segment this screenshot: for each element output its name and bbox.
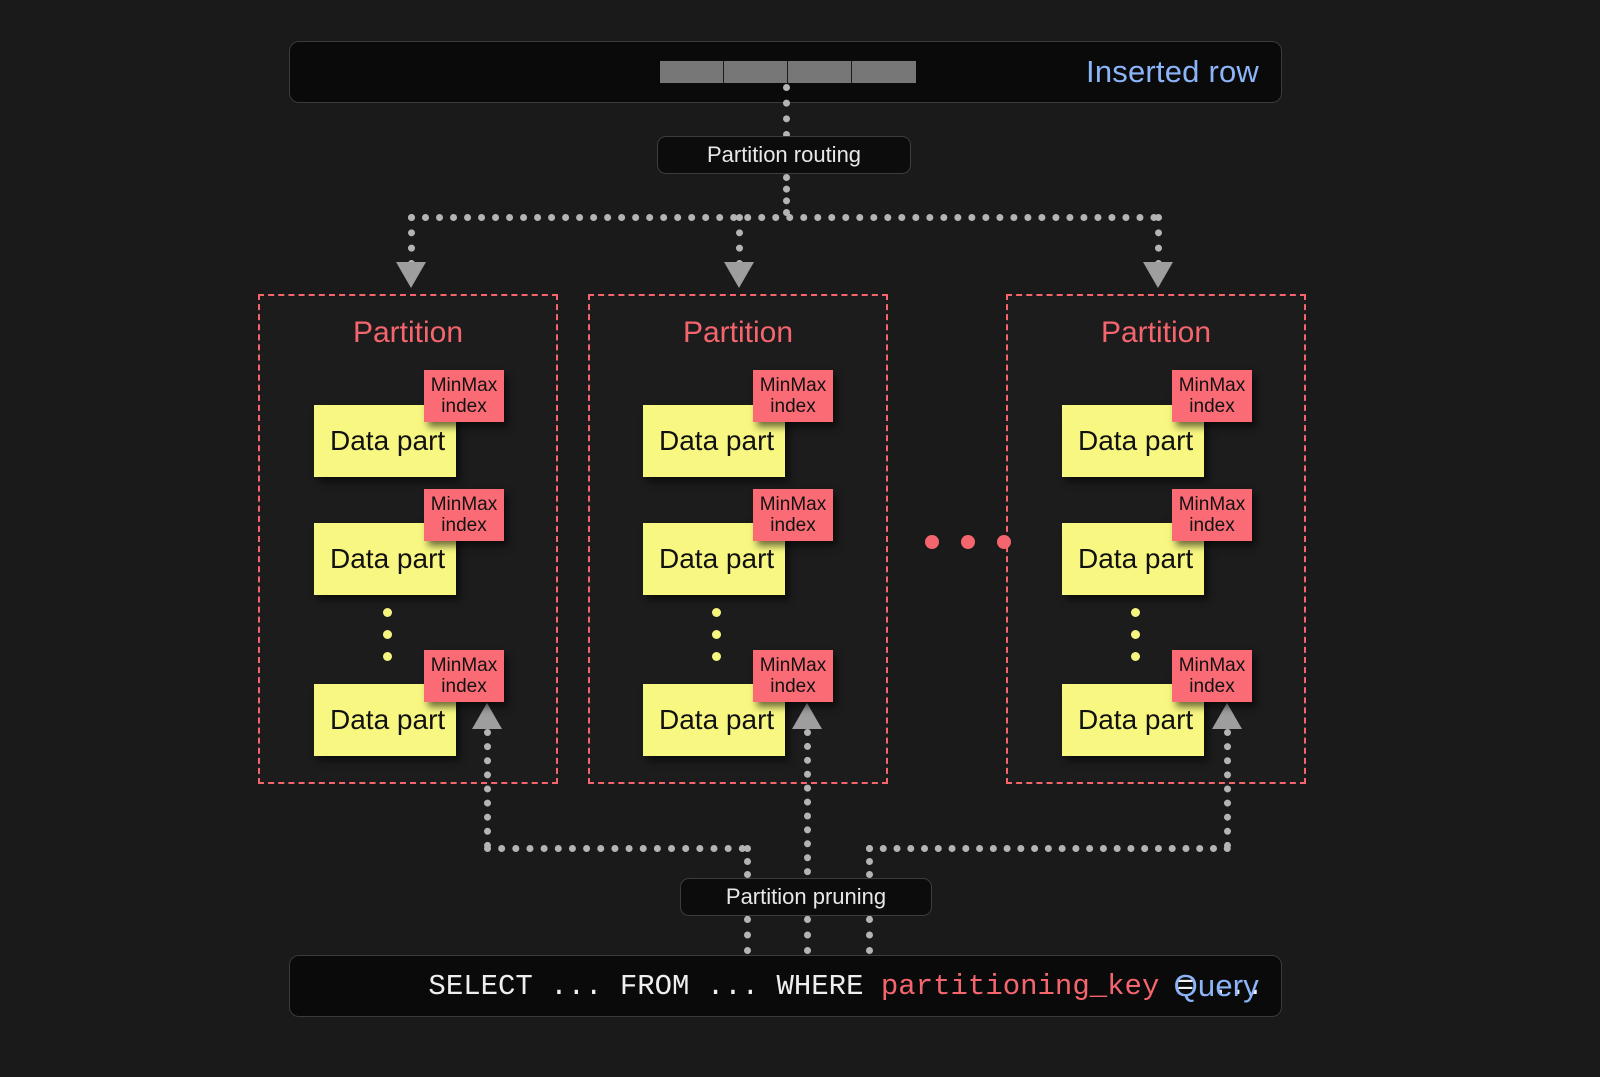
minmax-line2: index	[1189, 676, 1235, 697]
query-sql-prefix: SELECT ... FROM ... WHERE	[428, 969, 881, 1003]
partition-routing-label: Partition routing	[706, 142, 862, 167]
data-part-label: Data part	[659, 704, 775, 735]
connector-routing-bus	[408, 214, 1158, 221]
minmax-line1: MinMax	[759, 654, 827, 676]
data-part-ellipsis-1	[383, 608, 392, 674]
query-sql-key: partitioning_key	[880, 969, 1160, 1003]
connector-bus-to-partition-1	[408, 214, 415, 267]
data-part-label: Data part	[1078, 425, 1194, 456]
minmax-line1: MinMax	[759, 374, 827, 396]
data-part-label: Data part	[1078, 543, 1194, 574]
minmax-line2: index	[770, 515, 816, 536]
data-part-ellipsis-2	[712, 608, 721, 674]
inserted-row-cells	[660, 61, 916, 83]
query-sql-text: SELECT ... FROM ... WHERE partitioning_k…	[324, 937, 1264, 1036]
connector-routing-to-bus	[783, 174, 790, 216]
minmax-line2: index	[770, 396, 816, 417]
minmax-line1: MinMax	[1178, 654, 1246, 676]
data-part-label: Data part	[330, 425, 446, 456]
minmax-line1: MinMax	[430, 493, 498, 515]
inserted-row-bar: Inserted row	[289, 41, 1282, 103]
connector-pruning-up-2	[804, 729, 811, 917]
query-label: Query	[1173, 968, 1259, 1003]
minmax-index-3-1: MinMax index	[1172, 370, 1252, 422]
partition-title: Partition	[682, 316, 794, 349]
partition-title: Partition	[1100, 316, 1212, 349]
data-part-label: Data part	[330, 543, 446, 574]
row-cell	[852, 61, 916, 83]
connector-pruning-h-1	[484, 845, 746, 852]
arrowhead-partition-2	[724, 262, 754, 288]
connector-pruning-to-query-1	[744, 916, 751, 954]
data-part-2-2: Data part	[643, 523, 785, 595]
partition-pruning-label: Partition pruning	[725, 884, 887, 909]
connector-pruning-to-query-2	[804, 916, 811, 954]
arrowhead-pruning-3	[1212, 703, 1242, 729]
minmax-line1: MinMax	[430, 374, 498, 396]
partition-box-2[interactable]: Partition	[588, 294, 888, 784]
data-part-ellipsis-3	[1131, 608, 1140, 674]
minmax-line2: index	[441, 676, 487, 697]
minmax-index-3-3: MinMax index	[1172, 650, 1252, 702]
row-cell	[660, 61, 724, 83]
minmax-line2: index	[770, 676, 816, 697]
row-cell	[724, 61, 788, 83]
connector-pruning-to-query-3	[866, 916, 873, 954]
minmax-index-2-3: MinMax index	[753, 650, 833, 702]
minmax-index-1-2: MinMax index	[424, 489, 504, 541]
minmax-line2: index	[441, 396, 487, 417]
partition-pruning-box[interactable]: Partition pruning	[680, 878, 932, 916]
connector-row-to-routing	[783, 84, 790, 138]
minmax-line1: MinMax	[759, 493, 827, 515]
minmax-line2: index	[441, 515, 487, 536]
row-cell	[788, 61, 852, 83]
data-part-label: Data part	[330, 704, 446, 735]
inserted-row-label: Inserted row	[1086, 54, 1259, 89]
data-part-label: Data part	[1078, 704, 1194, 735]
connector-pruning-up-1	[484, 729, 491, 849]
minmax-line2: index	[1189, 396, 1235, 417]
data-part-2-1: Data part	[643, 405, 785, 477]
minmax-line1: MinMax	[1178, 493, 1246, 515]
connector-pruning-up-3	[1224, 729, 1231, 849]
arrowhead-pruning-2	[792, 703, 822, 729]
minmax-index-1-3: MinMax index	[424, 650, 504, 702]
data-part-2-3: Data part	[643, 684, 785, 756]
partition-title: Partition	[352, 316, 464, 349]
partition-gap-ellipsis	[925, 535, 1011, 549]
arrowhead-partition-3	[1143, 262, 1173, 288]
connector-bus-to-partition-3	[1155, 214, 1162, 267]
minmax-line1: MinMax	[430, 654, 498, 676]
query-bar: SELECT ... FROM ... WHERE partitioning_k…	[289, 955, 1282, 1017]
minmax-index-2-1: MinMax index	[753, 370, 833, 422]
connector-bus-to-partition-2	[736, 214, 743, 267]
arrowhead-pruning-1	[472, 703, 502, 729]
minmax-index-1-1: MinMax index	[424, 370, 504, 422]
minmax-index-3-2: MinMax index	[1172, 489, 1252, 541]
minmax-line2: index	[1189, 515, 1235, 536]
arrowhead-partition-1	[396, 262, 426, 288]
partition-routing-box[interactable]: Partition routing	[657, 136, 911, 174]
query-sql-suffix: = ...	[1159, 969, 1264, 1003]
connector-pruning-h-3	[866, 845, 1231, 852]
minmax-index-2-2: MinMax index	[753, 489, 833, 541]
data-part-label: Data part	[659, 543, 775, 574]
data-part-label: Data part	[659, 425, 775, 456]
partition-box-1[interactable]: Partition	[258, 294, 558, 784]
minmax-line1: MinMax	[1178, 374, 1246, 396]
